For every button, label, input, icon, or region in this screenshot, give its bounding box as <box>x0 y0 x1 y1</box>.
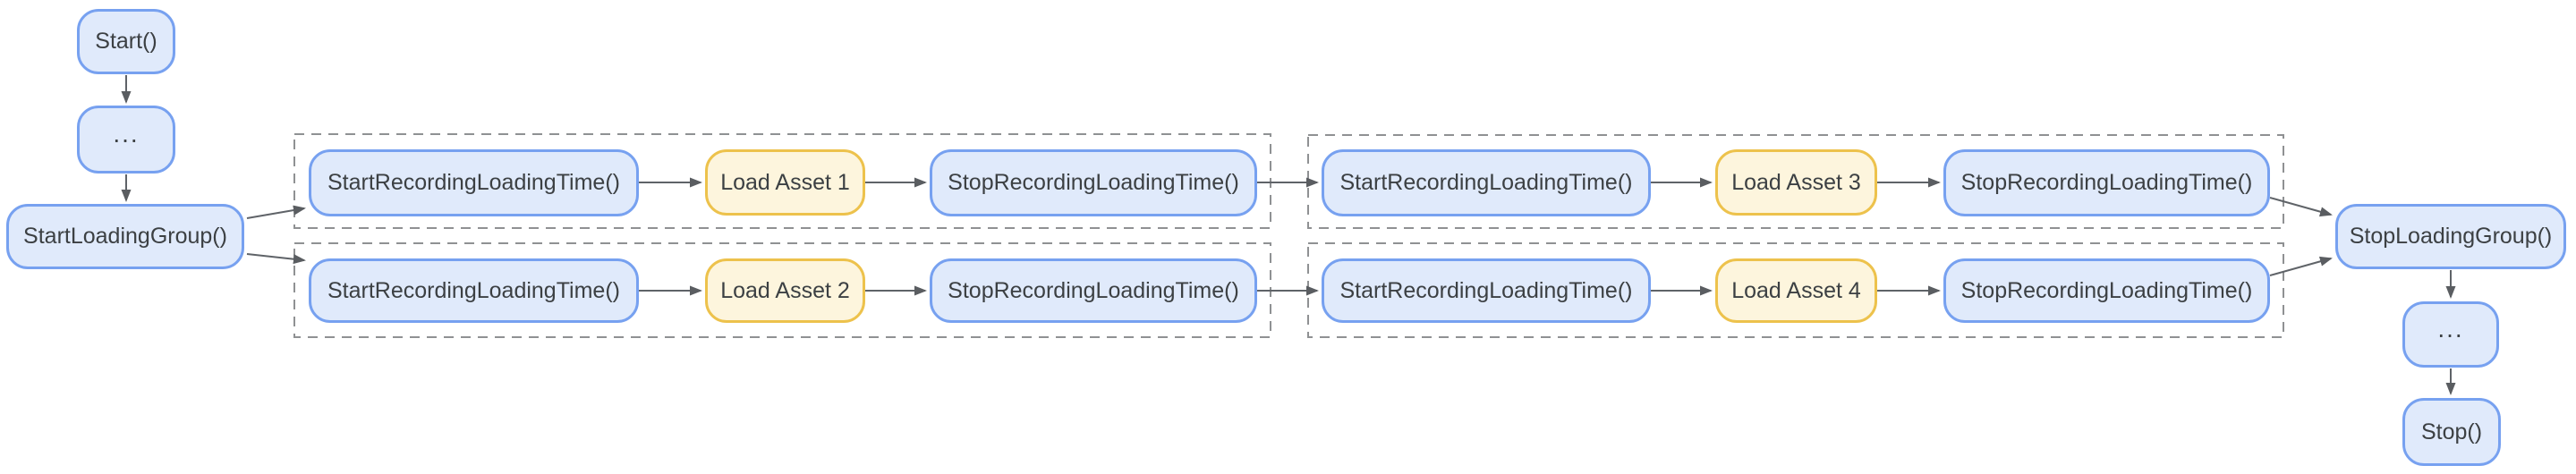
node-g1r1-start-recording: StartRecordingLoadingTime() <box>309 149 639 216</box>
arrow-startloadinggroup-to-row1 <box>246 205 306 219</box>
node-g2r2-stop-recording: StopRecordingLoadingTime() <box>1943 258 2270 323</box>
node-g2r1-stop-recording: StopRecordingLoadingTime() <box>1943 149 2270 216</box>
arrow-row2-to-stoploadinggroup <box>2269 256 2333 276</box>
group2-row1-box <box>1307 134 2284 229</box>
ellipsis-text: ... <box>113 120 140 148</box>
node-start-loading-group: StartLoadingGroup() <box>6 204 244 269</box>
node-g1r1-stop-recording: StopRecordingLoadingTime() <box>930 149 1257 216</box>
node-load-asset-2: Load Asset 2 <box>705 258 865 323</box>
arrow-startloadinggroup-to-row2 <box>246 253 306 265</box>
node-load-asset-3: Load Asset 3 <box>1715 149 1877 216</box>
node-ellipsis-bottom: ... <box>2402 301 2499 368</box>
arrow-row1-to-stoploadinggroup <box>2269 197 2333 217</box>
node-stop: Stop() <box>2402 398 2501 466</box>
node-ellipsis-top: ... <box>77 106 175 174</box>
node-load-asset-4: Load Asset 4 <box>1715 258 1877 323</box>
flow-arrows <box>121 75 2456 395</box>
group1-row1-box <box>293 133 1271 229</box>
node-start: Start() <box>77 9 175 74</box>
ellipsis-text: ... <box>2437 315 2464 343</box>
node-g2r1-start-recording: StartRecordingLoadingTime() <box>1322 149 1651 216</box>
node-g1r2-start-recording: StartRecordingLoadingTime() <box>309 258 639 323</box>
node-stop-loading-group: StopLoadingGroup() <box>2335 204 2566 269</box>
node-load-asset-1: Load Asset 1 <box>705 149 865 216</box>
node-g2r2-start-recording: StartRecordingLoadingTime() <box>1322 258 1651 323</box>
node-g1r2-stop-recording: StopRecordingLoadingTime() <box>930 258 1257 323</box>
